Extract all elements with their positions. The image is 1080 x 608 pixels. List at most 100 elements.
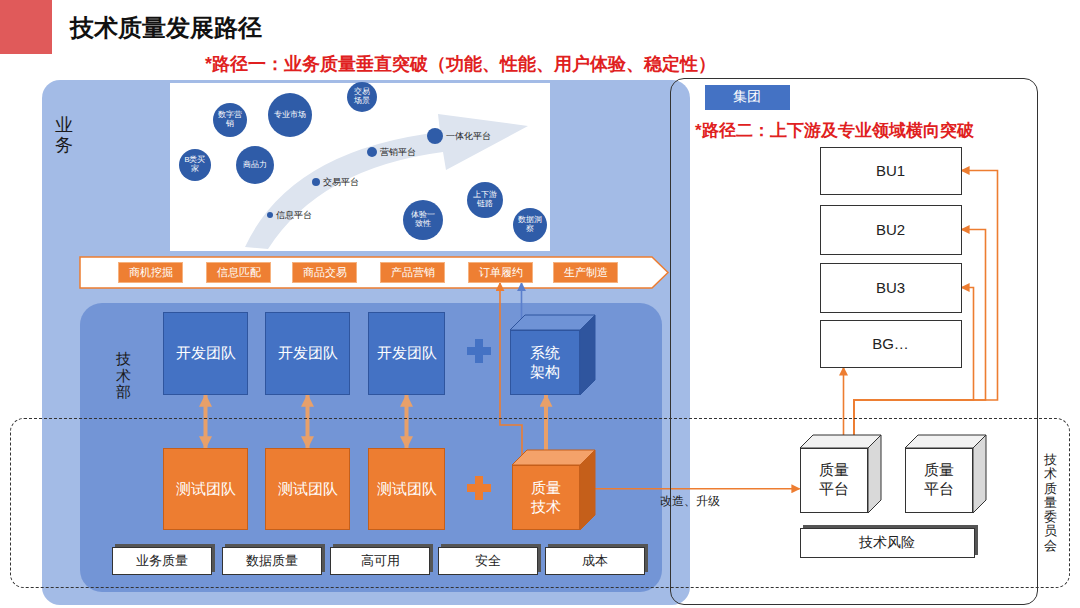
quality-tech-cube: 质量技术 [512, 465, 580, 530]
business-unit-box: BG… [820, 320, 962, 368]
scene-bubble: 数据洞察 [513, 208, 547, 242]
node-text: 生产制造 [564, 265, 608, 280]
connector-arrow [405, 395, 409, 448]
node-text: 产品营销 [391, 265, 435, 280]
cube-side [580, 450, 595, 530]
business-panel-fill [42, 80, 690, 605]
committee-frame: 技术质量委员会 [10, 418, 1070, 588]
business-unit-box: BU3 [820, 263, 962, 313]
quality-dimension-box: 数据质量 [222, 547, 322, 575]
quality-dimension-box: 安全 [438, 547, 538, 575]
scene-bubble: 上下游链路 [467, 182, 503, 218]
node-text: 高可用 [361, 552, 400, 570]
quality-platform-cube: 质量平台 [800, 448, 868, 513]
node-text: 开发团队 [377, 344, 437, 363]
test-team-box: 测试团队 [368, 448, 445, 530]
node-text: 集团 [733, 88, 761, 106]
node-text: 商品交易 [303, 265, 347, 280]
stage-box: 信息匹配 [206, 262, 271, 283]
group-panel: *路径二：上下游及专业领域横向突破 集团 BU1BU2BU3BG… 质量平台 质量平台技… [670, 78, 1038, 605]
milestone-label: 交易平台 [323, 176, 359, 189]
scene-bubble: 体验一致性 [403, 200, 443, 240]
node-text: BU2 [876, 221, 905, 238]
node-text: 上下游链路 [472, 191, 498, 208]
quality-dimension-box: 成本 [545, 547, 645, 575]
scene-bubble: 数字营销 [213, 103, 247, 137]
node-text: 质量平台 [923, 461, 955, 499]
node-text: 数字营销 [218, 111, 242, 128]
node-text: 技术风险 [859, 534, 915, 552]
milestone-label: 信息平台 [276, 209, 312, 222]
cube-side [973, 435, 986, 513]
cube-side [868, 435, 881, 513]
stage-box: 产品营销 [380, 262, 445, 283]
milestone-dot [427, 128, 443, 144]
milestone-label: 营销平台 [380, 146, 416, 159]
test-team-box: 测试团队 [163, 448, 248, 530]
node-text: 数据洞察 [518, 216, 542, 233]
dev-team-box: 开发团队 [163, 312, 248, 395]
scene-bubble: 专业市场 [268, 93, 312, 137]
node-text: 业务 [55, 116, 73, 156]
connector-arrow [306, 395, 310, 448]
node-text: 测试团队 [278, 480, 338, 499]
node-text: 质量平台 [818, 461, 850, 499]
node-text: 业务质量 [136, 552, 188, 570]
cube-top [512, 450, 595, 465]
scene-bubble: B类买家 [179, 149, 211, 181]
node-text: *路径二：上下游及专业领域横向突破 [695, 119, 974, 142]
node-text: BU1 [876, 162, 905, 179]
connector-arrow [544, 395, 548, 465]
milestone-dot [312, 178, 320, 186]
node-text: 开发团队 [176, 344, 236, 363]
node-text: 信息匹配 [217, 265, 261, 280]
cube-side [580, 315, 595, 395]
connector-arrow [580, 488, 800, 490]
node-text: 商机挖掘 [129, 265, 173, 280]
plus-sign [475, 339, 483, 363]
group-tag: 集团 [705, 85, 790, 110]
milestone-dot [367, 147, 377, 157]
node-text: 测试团队 [377, 480, 437, 499]
milestone-dot [267, 212, 273, 218]
stage-box: 商机挖掘 [118, 262, 183, 283]
quality-platform-cube: 质量平台 [905, 448, 973, 513]
business-panel: 业务 数字营销 专业市场 交易场景 B类买家 商品力体验一致性 上下游链路数据洞察商机挖掘 信… [42, 80, 690, 605]
node-text: BU3 [876, 279, 905, 296]
node-text: 技术部 [116, 351, 131, 401]
stage-box: 订单履约 [468, 262, 533, 283]
page-title: 技术质量发展路径 [70, 12, 262, 44]
cube-top [510, 315, 595, 330]
node-text: B类买家 [184, 156, 207, 173]
node-text: 专业市场 [274, 111, 306, 120]
tech-dept-panel: 技术部 开发团队 开发团队 开发团队 系统架构测试团队 测试团队 测试团队 质量技术业务质量 数… [80, 303, 662, 592]
quality-dimension-box: 业务质量 [112, 547, 212, 575]
quality-dimension-box: 高可用 [330, 547, 430, 575]
node-text: 交易场景 [351, 88, 373, 105]
node-text: 安全 [475, 552, 501, 570]
test-team-box: 测试团队 [265, 448, 350, 530]
tech-risk-box: 技术风险 [800, 528, 975, 558]
edge-label: 改造、升级 [658, 493, 722, 510]
node-text: BG… [872, 335, 909, 352]
node-text: 体验一致性 [409, 211, 438, 228]
node-text: 测试团队 [176, 480, 236, 499]
business-unit-box: BU1 [820, 147, 962, 195]
node-text: 成本 [582, 552, 608, 570]
connector-arrow [843, 368, 845, 448]
node-text: 订单履约 [479, 265, 523, 280]
dev-team-box: 开发团队 [265, 312, 350, 395]
scene-bubble: 商品力 [236, 146, 274, 184]
connector-arrow [204, 395, 208, 448]
tech-dept-fill [80, 303, 662, 592]
connector-arrow [521, 283, 523, 330]
stage-box: 生产制造 [553, 262, 618, 283]
node-text: 技术质量委员会 [1044, 453, 1057, 553]
value-chain-band [80, 257, 668, 288]
scene-bubble: 交易场景 [347, 82, 377, 112]
cube-top [800, 435, 881, 448]
architecture-cube: 系统架构 [510, 330, 580, 395]
illustration-ground [170, 83, 550, 251]
node-text: 开发团队 [278, 344, 338, 363]
